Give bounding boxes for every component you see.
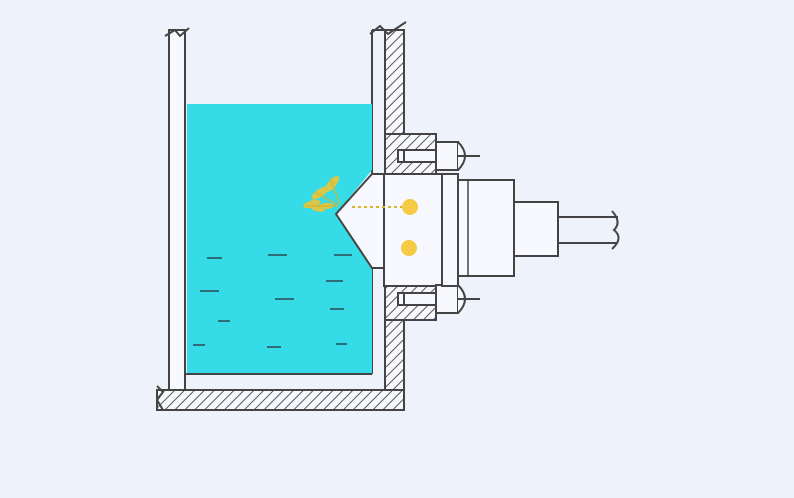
tank-bottom-wall <box>156 389 405 411</box>
sensor-tail <box>513 201 559 257</box>
tank-left-break <box>164 27 190 38</box>
receiver-led <box>401 240 417 256</box>
mounting-screws <box>397 141 480 314</box>
optical-prism <box>334 173 443 287</box>
optical-signal <box>303 175 418 256</box>
prism-cone <box>334 173 387 269</box>
sensor-neck <box>457 179 515 277</box>
cable <box>558 210 620 250</box>
screw-bottom <box>397 284 480 314</box>
tank-right-wall-lower <box>384 319 405 391</box>
sensor-housing <box>441 173 459 287</box>
prism-housing <box>383 173 443 287</box>
liquid-ripples <box>193 254 352 348</box>
screw-top <box>397 141 480 171</box>
emitter-led <box>402 199 418 215</box>
liquid-body <box>187 104 372 373</box>
liquid <box>187 104 372 373</box>
tank-bottom-break <box>155 385 165 411</box>
tank <box>155 21 407 411</box>
tank-right-wall-upper <box>384 29 405 135</box>
tank-left-wall <box>168 29 186 391</box>
sensor-body <box>441 173 559 287</box>
